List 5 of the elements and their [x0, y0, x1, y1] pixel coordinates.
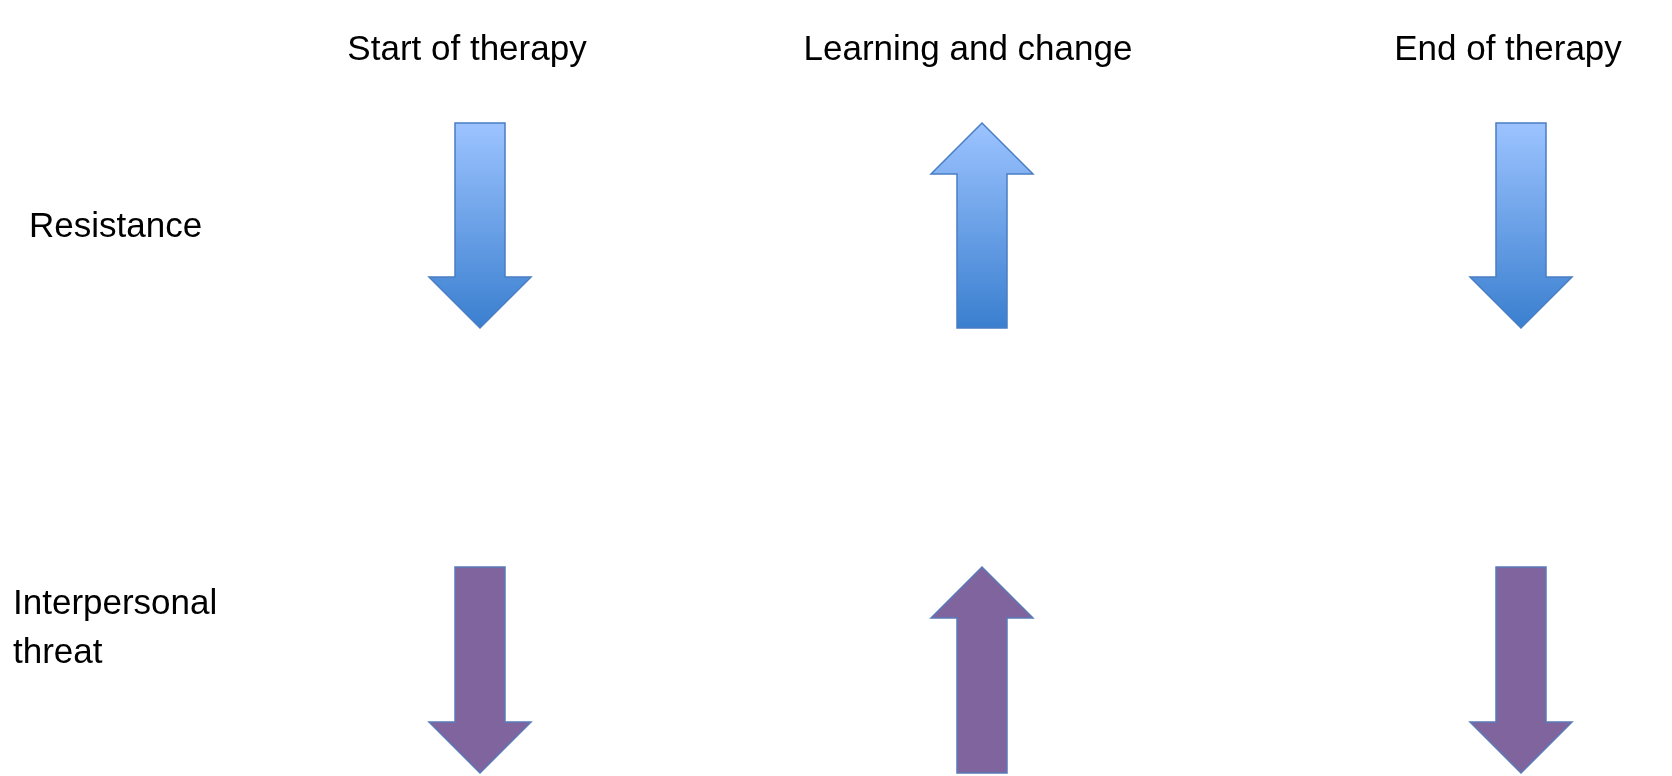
column-heading: Learning and change: [803, 30, 1133, 65]
row-heading: Interpersonal threat: [13, 581, 219, 672]
column-heading: End of therapy: [1394, 30, 1622, 65]
column-heading: Start of therapy: [347, 30, 587, 65]
row-heading: Resistance: [29, 204, 204, 246]
